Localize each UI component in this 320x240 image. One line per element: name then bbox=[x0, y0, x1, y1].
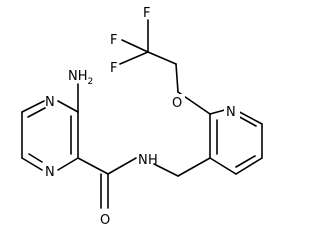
amino-subscript: 2 bbox=[88, 77, 94, 87]
bond-pz-n4-c5-inner bbox=[27, 107, 46, 118]
fluorine-1: F bbox=[143, 6, 150, 21]
molecule-structure: F F F O N NH2 N N N H O bbox=[21, 6, 263, 228]
bond-pz-n1-c2 bbox=[57, 157, 79, 171]
atom-labels: F F F O N NH2 N N N H O bbox=[45, 6, 240, 228]
bond-c3-ch2 bbox=[177, 157, 211, 177]
carbonyl-oxygen: O bbox=[100, 213, 110, 228]
bond-c5-c4 bbox=[235, 157, 263, 175]
amino-nh: NH bbox=[68, 69, 88, 84]
bond-c4-c3 bbox=[209, 157, 237, 175]
pyrazine-nitrogen-top: N bbox=[45, 95, 55, 110]
bond-nh-co bbox=[107, 157, 137, 175]
bond-co-pyrazine bbox=[77, 157, 109, 175]
bond-pz-c3-n4 bbox=[57, 100, 79, 113]
ether-oxygen: O bbox=[172, 96, 182, 111]
bond-c5-c4-inner bbox=[235, 155, 256, 168]
amino-group: NH2 bbox=[68, 69, 93, 87]
bond-pz-n4-c5 bbox=[21, 100, 45, 113]
pyridine-nitrogen: N bbox=[226, 105, 236, 120]
bond-ch2-o bbox=[175, 63, 179, 93]
fluorine-2: F bbox=[110, 33, 117, 48]
amide-nitrogen: N bbox=[138, 153, 148, 168]
bond-ch2-nh bbox=[153, 163, 179, 177]
amide-hydrogen: H bbox=[148, 153, 158, 168]
bond-c-f2 bbox=[121, 39, 149, 53]
bond-pz-c6-n1-inner bbox=[28, 153, 43, 163]
pyrazine-nitrogen-bottom: N bbox=[45, 165, 55, 180]
bond-cf3-ch2 bbox=[147, 51, 177, 65]
bond-c-f3 bbox=[119, 51, 149, 65]
fluorine-3: F bbox=[110, 61, 117, 76]
bond-pz-c6-n1 bbox=[21, 157, 43, 171]
